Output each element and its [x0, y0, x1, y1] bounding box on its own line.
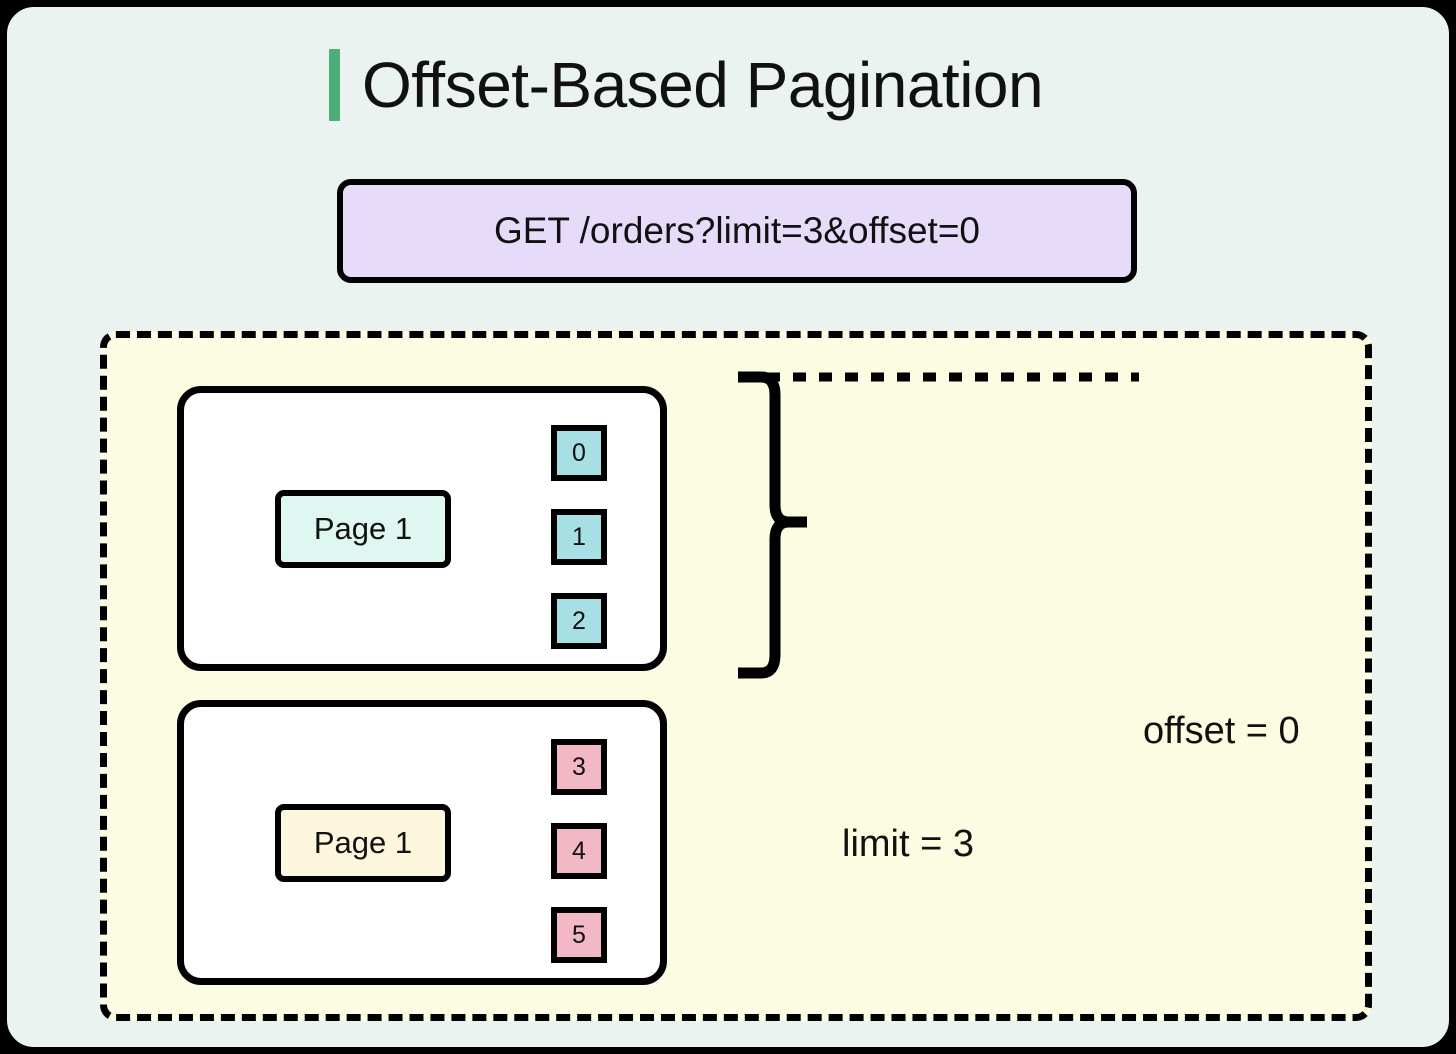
request-box: GET /orders?limit=3&offset=0	[337, 179, 1137, 283]
item-box: 4	[551, 823, 607, 879]
page-card: Page 1 3 4 5	[177, 700, 667, 985]
request-label: GET /orders?limit=3&offset=0	[493, 210, 981, 251]
offset-annotation-label: offset = 0	[1143, 710, 1300, 752]
page-label-text: Page 1	[313, 825, 413, 860]
page-title: Offset-Based Pagination	[362, 49, 1044, 121]
page-label-badge: Page 1	[275, 490, 451, 568]
page-label-text: Page 1	[313, 511, 413, 546]
diagram-title: Offset-Based Pagination	[329, 43, 1044, 127]
item-box: 3	[551, 739, 607, 795]
limit-annotation-label: limit = 3	[842, 823, 974, 865]
limit-brace	[738, 371, 795, 679]
item-box: 1	[551, 509, 607, 565]
dataset-region: Page 1 0 1 2 Page 1 3 4 5	[100, 331, 1372, 1021]
page-card: Page 1 0 1 2	[177, 386, 667, 671]
item-box: 0	[551, 425, 607, 481]
item-box: 2	[551, 593, 607, 649]
page-label-badge: Page 1	[275, 804, 451, 882]
item-stack: 0 1 2	[551, 425, 607, 649]
item-stack: 3 4 5	[551, 739, 607, 963]
item-box: 5	[551, 907, 607, 963]
title-accent-bar	[329, 49, 340, 121]
